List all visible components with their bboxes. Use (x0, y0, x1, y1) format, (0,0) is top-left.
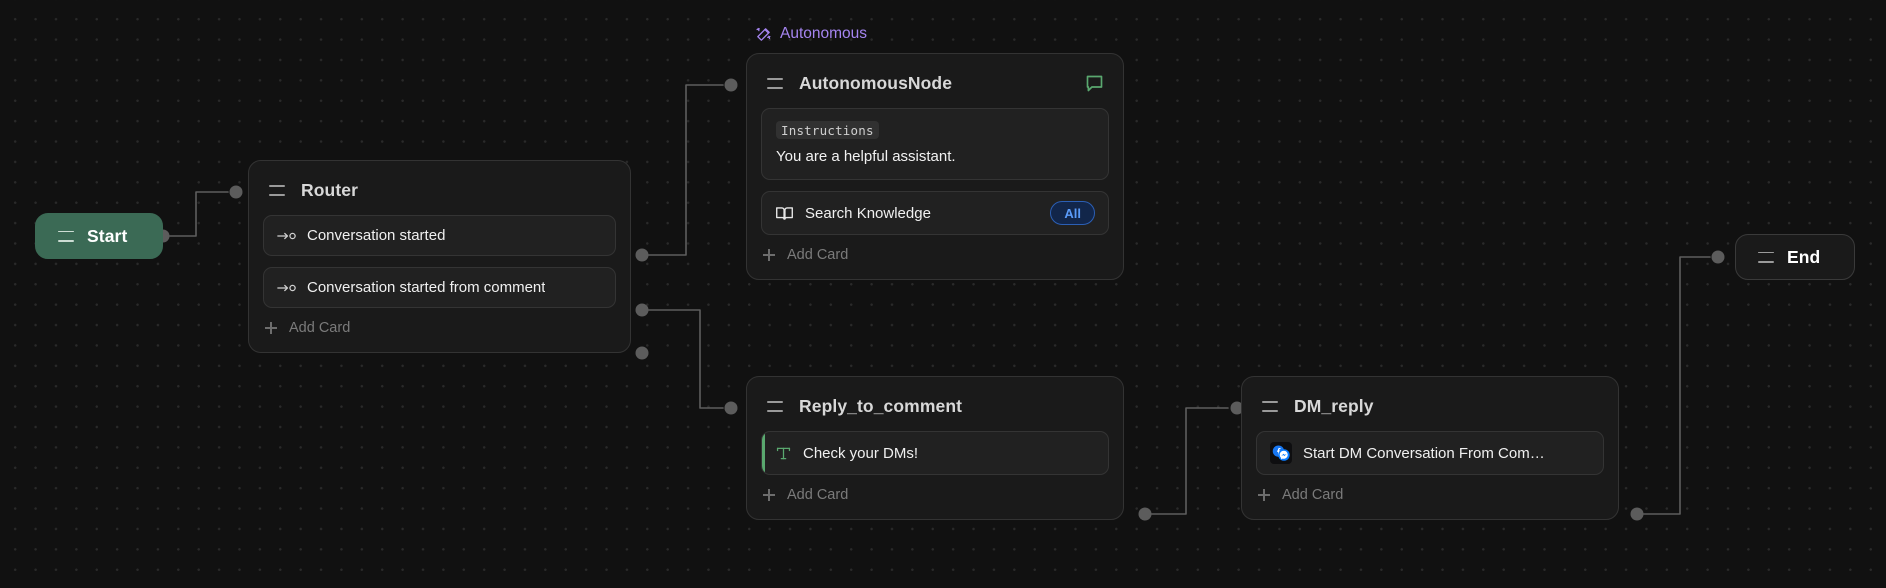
card-instructions[interactable]: Instructions You are a helpful assistant… (761, 108, 1109, 180)
card-label: Search Knowledge (805, 204, 931, 222)
end-node-title: End (1787, 246, 1821, 267)
instructions-text: You are a helpful assistant. (776, 148, 956, 165)
port-reply-in (724, 401, 738, 415)
node-dm-reply-header[interactable]: DM_reply (1242, 377, 1618, 431)
drag-handle-icon[interactable] (1262, 401, 1278, 412)
node-dm-reply-title: DM_reply (1294, 396, 1374, 416)
port-router-out-1 (635, 248, 649, 262)
plus-icon (1258, 489, 1270, 501)
add-card-button-dm-reply[interactable]: Add Card (1242, 475, 1618, 505)
node-autonomous[interactable]: AutonomousNode Instructions You are a he… (746, 53, 1124, 280)
node-router-body: Conversation started Conversation starte… (249, 215, 630, 308)
add-card-label: Add Card (1282, 487, 1344, 503)
node-autonomous-header[interactable]: AutonomousNode (747, 54, 1123, 108)
card-conversation-started[interactable]: Conversation started (263, 215, 616, 256)
node-router-title: Router (301, 180, 358, 200)
node-dm-reply[interactable]: DM_reply Start DM Conversation From Com…… (1241, 376, 1619, 520)
node-router-header[interactable]: Router (249, 161, 630, 215)
port-end-in (1711, 250, 1725, 264)
edge-router1-to-autonomous (641, 84, 724, 256)
drag-handle-icon[interactable] (767, 78, 783, 89)
end-node[interactable]: End (1735, 234, 1855, 280)
card-check-your-dms[interactable]: Check your DMs! (761, 431, 1109, 475)
plus-icon (265, 322, 277, 334)
node-router[interactable]: Router Conversation started (248, 160, 631, 353)
card-label: Conversation started from comment (307, 279, 546, 296)
port-dm-out (1630, 507, 1644, 521)
node-dm-reply-body: Start DM Conversation From Com… (1242, 431, 1618, 475)
text-t-icon (775, 445, 792, 462)
drag-handle-icon[interactable] (1758, 251, 1774, 263)
edge-reply-to-dm (1144, 407, 1229, 515)
start-node-title: Start (87, 225, 128, 246)
arrow-to-circle-icon (277, 229, 296, 243)
add-card-button-reply-to-comment[interactable]: Add Card (747, 475, 1123, 505)
add-card-label: Add Card (787, 247, 849, 263)
node-autonomous-body: Instructions You are a helpful assistant… (747, 108, 1123, 235)
add-card-button-router[interactable]: Add Card (249, 308, 630, 338)
edge-dm-to-end (1636, 256, 1711, 515)
add-card-button-autonomous[interactable]: Add Card (747, 235, 1123, 265)
group-label-autonomous: Autonomous (755, 25, 867, 43)
group-label-text: Autonomous (780, 25, 868, 42)
instructions-chip-label: Instructions (776, 121, 879, 139)
port-autonomous-in (724, 78, 738, 92)
card-label: Start DM Conversation From Com… (1303, 444, 1545, 462)
card-conversation-started-from-comment[interactable]: Conversation started from comment (263, 267, 616, 308)
node-reply-to-comment[interactable]: Reply_to_comment Check your DMs! Add Car (746, 376, 1124, 520)
drag-handle-icon[interactable] (58, 230, 74, 242)
book-open-icon (775, 205, 794, 222)
port-reply-out (1138, 507, 1152, 521)
magic-wand-sparkles-icon (755, 26, 772, 43)
card-label: Check your DMs! (803, 444, 919, 462)
node-autonomous-title: AutonomousNode (799, 73, 953, 93)
port-router-out-3 (635, 346, 649, 360)
plus-icon (763, 489, 775, 501)
facebook-messenger-icon (1270, 442, 1292, 464)
start-node[interactable]: Start (35, 213, 163, 259)
card-start-dm-conversation[interactable]: Start DM Conversation From Com… (1256, 431, 1604, 475)
edge-start-to-router (162, 191, 229, 237)
add-card-label: Add Card (787, 487, 849, 503)
drag-handle-icon[interactable] (269, 185, 285, 196)
chat-bubble-icon[interactable] (1083, 72, 1105, 94)
arrow-to-circle-icon (277, 281, 296, 295)
add-card-label: Add Card (289, 320, 351, 336)
plus-icon (763, 249, 775, 261)
node-reply-to-comment-title: Reply_to_comment (799, 396, 963, 416)
port-router-out-2 (635, 303, 649, 317)
edge-router2-to-reply (641, 309, 724, 409)
node-reply-to-comment-header[interactable]: Reply_to_comment (747, 377, 1123, 431)
drag-handle-icon[interactable] (767, 401, 783, 412)
card-label: Conversation started (307, 227, 446, 244)
node-reply-to-comment-body: Check your DMs! (747, 431, 1123, 475)
status-badge-scope[interactable]: All (1050, 201, 1095, 225)
card-search-knowledge[interactable]: Search Knowledge All (761, 191, 1109, 235)
port-router-in (229, 185, 243, 199)
